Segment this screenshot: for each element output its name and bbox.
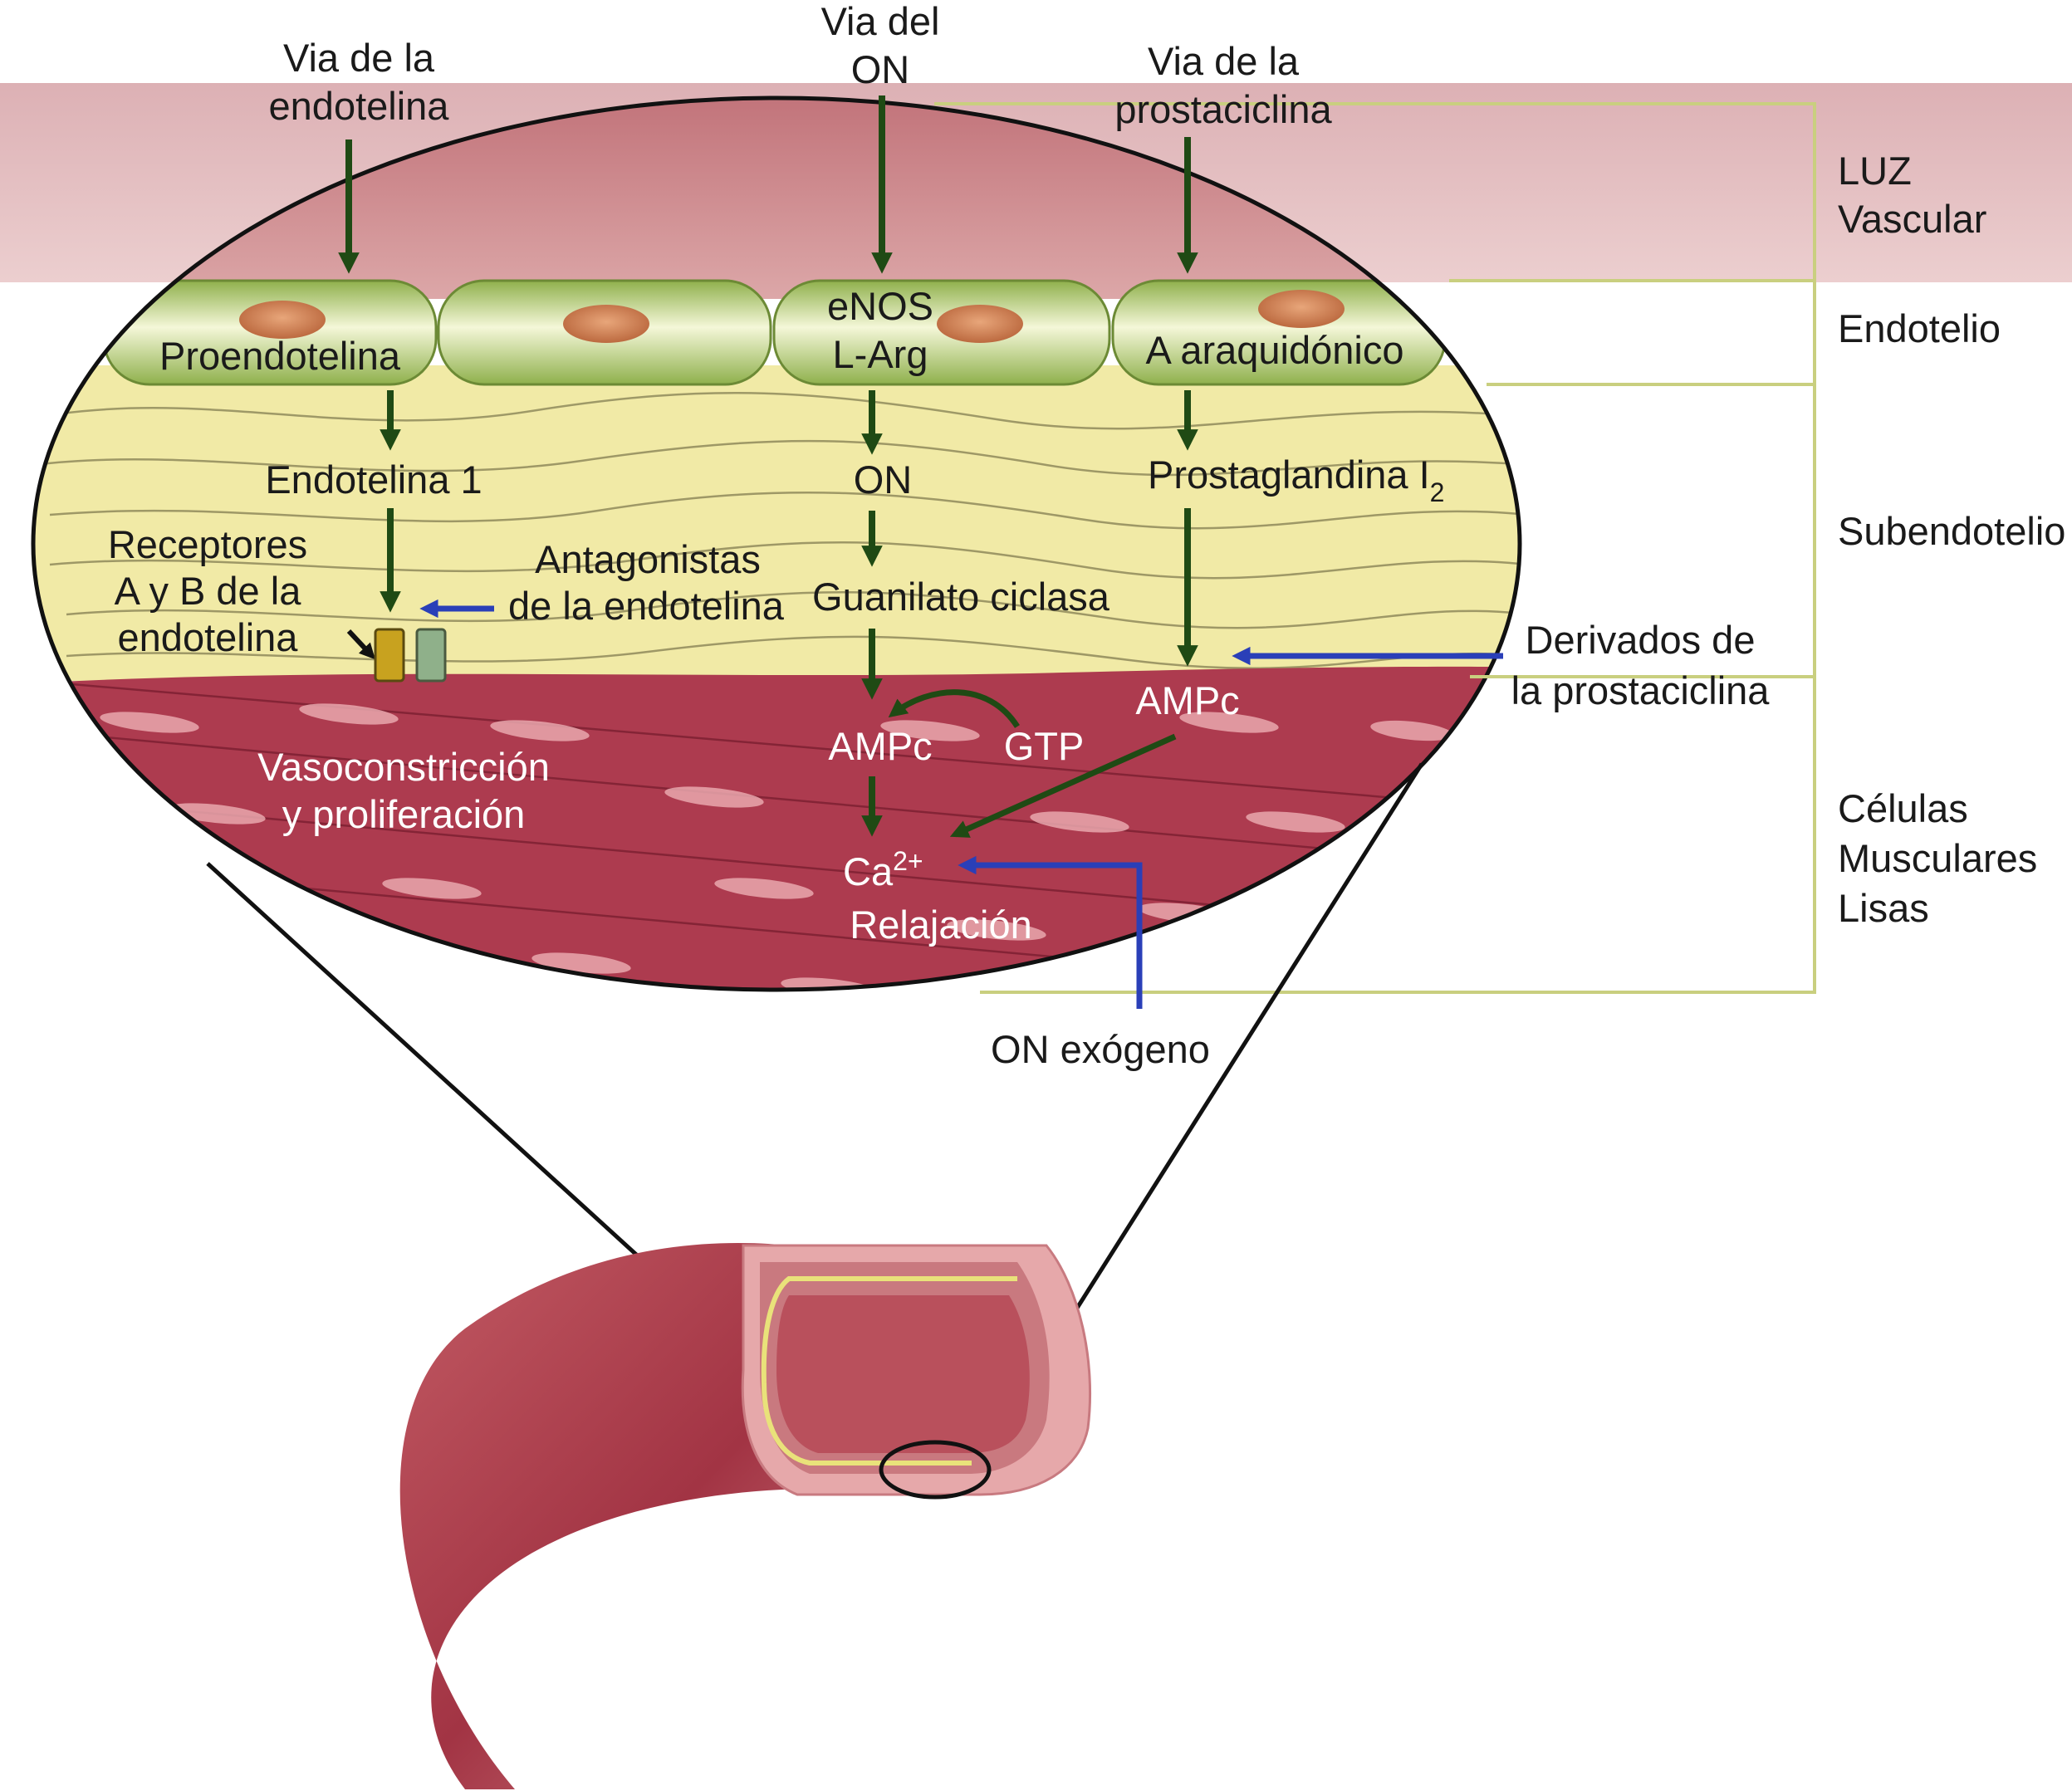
receptors-pointer-arrow [346, 629, 375, 660]
vessel-lumen [776, 1295, 1030, 1453]
calcium-label: Ca2+ [843, 846, 923, 893]
endothelial-cells [102, 279, 1447, 386]
guanylate-cyclase-label: Guanilato ciclasa [812, 575, 1110, 619]
nucleus-2 [563, 305, 649, 343]
label-lumen: LUZ [1838, 149, 1912, 193]
endothelin-pathway-title-2: endotelina [269, 84, 450, 128]
receptors-label-2: A y B de la [115, 569, 302, 613]
no-label: ON [854, 458, 913, 502]
zoom-region-circle [879, 1440, 992, 1500]
label-subendothelium: Subendotelio [1838, 509, 2065, 553]
vasoconstriction-label-1: Vasoconstricción [257, 745, 550, 789]
label-smc-2: Musculares [1838, 836, 2037, 880]
magnifier-outline [31, 95, 1522, 992]
derivatives-label-1: Derivados de [1526, 618, 1756, 662]
exogenous-no-label: ON exógeno [991, 1027, 1210, 1071]
arachidonic-acid-label: A araquidónico [1146, 328, 1404, 372]
label-smc-1: Células [1838, 786, 1968, 830]
blood-vessel-illustration [399, 1242, 1092, 1789]
exogenous-no-arrow [958, 855, 1143, 1009]
prostaglandin-name: Prostaglandina I [1148, 453, 1430, 497]
receptors-label-3: endotelina [118, 615, 299, 659]
endothelin1-label: Endotelina 1 [265, 458, 482, 502]
endothelin-pathway-title-1: Via de la [283, 36, 435, 80]
vessel-endothelium-line [761, 1276, 1017, 1466]
label-smc-3: Lisas [1838, 886, 1929, 930]
nucleus-3 [937, 305, 1023, 343]
nucleus-4 [1258, 290, 1345, 328]
smooth-muscle-nuclei [100, 703, 1453, 990]
subendothelium-layer [33, 365, 1520, 681]
ampc-prostacyclin-label: AMPc [1135, 678, 1239, 722]
vasoconstriction-label-2: y proliferación [282, 792, 526, 836]
prostacyclin-pathway-title-1: Via de la [1148, 39, 1300, 83]
proendothelin-label: Proendotelina [159, 334, 401, 378]
prostaglandin-label: Prostaglandina I2 [1148, 453, 1444, 507]
calcium-charge: 2+ [893, 846, 923, 876]
derivatives-label-2: la prostaciclina [1511, 668, 1771, 712]
ampc-no-label: AMPc [828, 724, 932, 768]
receptor-a [374, 628, 405, 683]
antagonists-label-1: Antagonistas [535, 537, 761, 581]
relaxation-label: Relajación [850, 903, 1031, 947]
layer-brackets [934, 102, 1816, 994]
calcium-symbol: Ca [843, 849, 894, 893]
prostacyclin-pathway-title-2: prostaciclina [1114, 87, 1332, 131]
nucleus-1 [239, 301, 326, 339]
gtp-label: GTP [1004, 724, 1085, 768]
receptors-label-1: Receptores [108, 522, 307, 566]
subendothelium-fibers [33, 391, 1520, 669]
no-pathway-title-1: Via del [821, 0, 940, 43]
enos-label: eNOS [827, 284, 933, 328]
gtp-to-ampc-arrow [888, 689, 1020, 728]
ampc-to-calcium-arrow [949, 733, 1177, 838]
receptor-b [415, 628, 447, 683]
label-endothelium: Endotelio [1838, 306, 2001, 350]
label-lumen-2: Vascular [1838, 197, 1986, 241]
no-pathway-title-2: ON [851, 47, 910, 91]
larg-label: L-Arg [833, 332, 928, 376]
antagonists-label-2: de la endotelina [508, 584, 785, 628]
prostaglandin-subscript: 2 [1430, 477, 1445, 507]
